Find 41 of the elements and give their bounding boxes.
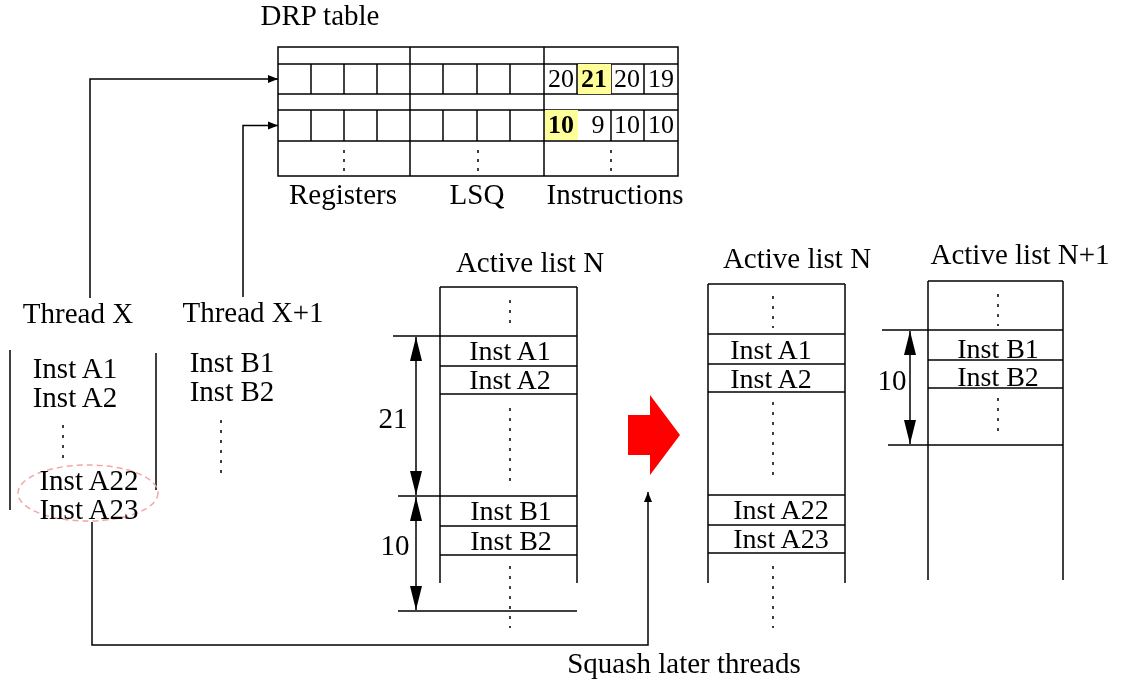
count-value: 19 bbox=[647, 64, 675, 94]
arrow bbox=[242, 121, 279, 298]
dimension-value: 10 bbox=[380, 530, 410, 560]
instruction-entry: Inst B1 bbox=[470, 497, 552, 525]
count-value: 9 bbox=[590, 110, 606, 140]
column-label: LSQ bbox=[449, 179, 505, 209]
arrow bbox=[91, 491, 652, 646]
instruction-label: Inst A23 bbox=[39, 494, 139, 524]
column-label: Instructions bbox=[546, 179, 684, 209]
count-value: 20 bbox=[547, 64, 575, 94]
dimension-value: 10 bbox=[877, 365, 907, 395]
column-label: Registers bbox=[289, 179, 397, 209]
instruction-entry: Inst B1 bbox=[957, 335, 1039, 363]
instruction-entry: Inst A22 bbox=[733, 496, 829, 524]
instruction-entry: Inst B2 bbox=[470, 527, 552, 555]
list-heading: Active list N bbox=[455, 247, 605, 277]
instruction-label: Inst A1 bbox=[32, 353, 118, 383]
count-value: 10 bbox=[647, 110, 675, 140]
instruction-entry: Inst A1 bbox=[730, 336, 812, 364]
count-value: 10 bbox=[613, 110, 641, 140]
instruction-entry: Inst A2 bbox=[469, 366, 551, 394]
instruction-label: Inst A22 bbox=[39, 465, 139, 495]
list-heading: Active list N bbox=[722, 243, 872, 273]
arrow bbox=[89, 75, 279, 299]
instruction-label: Inst A2 bbox=[32, 382, 118, 412]
instruction-label: Inst B1 bbox=[189, 347, 275, 377]
dimension-value: 21 bbox=[378, 403, 408, 433]
block-arrow bbox=[628, 395, 680, 475]
instruction-entry: Inst A23 bbox=[733, 525, 829, 553]
list-heading: Active list N+1 bbox=[930, 239, 1110, 269]
thread-label: Thread X+1 bbox=[182, 297, 324, 327]
instruction-label: Inst B2 bbox=[189, 376, 275, 406]
highlight-ellipse bbox=[17, 464, 159, 522]
count-value: 20 bbox=[613, 64, 641, 94]
thread-label: Thread X bbox=[22, 298, 134, 328]
instruction-entry: Inst B2 bbox=[957, 363, 1039, 391]
highlighted-count: 10 bbox=[544, 110, 578, 140]
instruction-entry: Inst A2 bbox=[730, 365, 812, 393]
instruction-entry: Inst A1 bbox=[469, 337, 551, 365]
table-title: DRP table bbox=[260, 0, 380, 30]
highlighted-count: 21 bbox=[577, 64, 611, 94]
